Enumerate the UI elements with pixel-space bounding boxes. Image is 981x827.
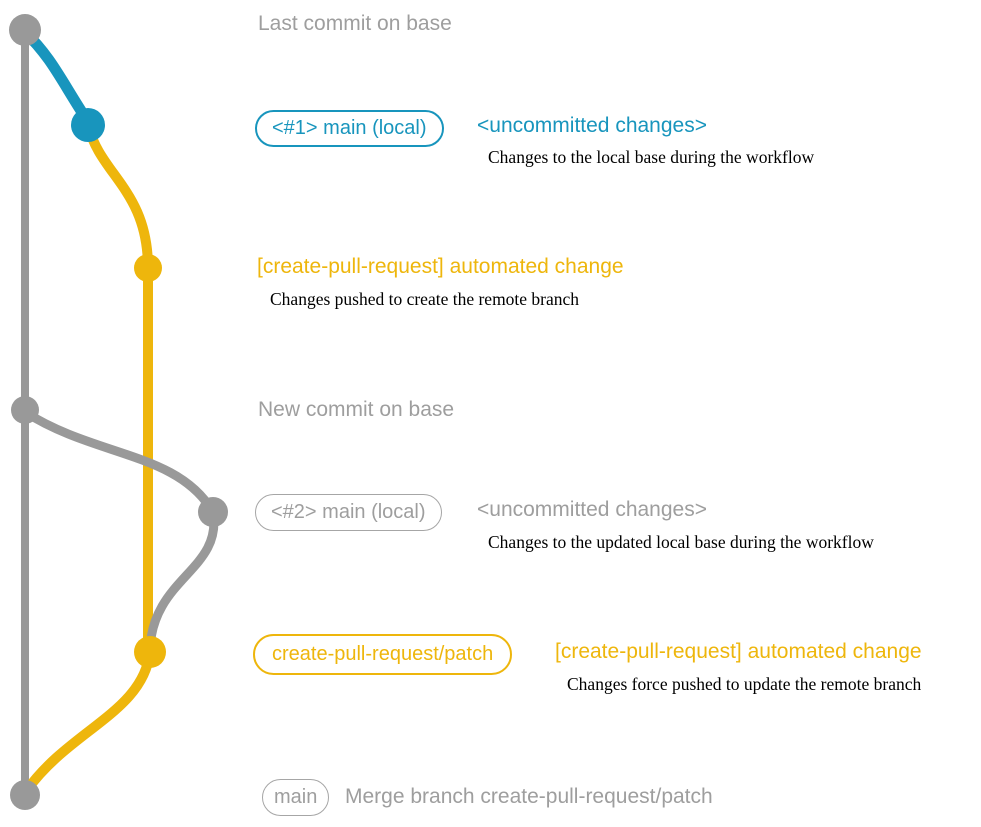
node-local-main-commit-1: [71, 108, 105, 142]
node-pr-branch-commit-1: [134, 254, 162, 282]
badge-main-local-1: <#1> main (local): [255, 110, 444, 147]
automated-change-1-desc: Changes pushed to create the remote bran…: [270, 289, 580, 309]
commit-graph: [9, 14, 228, 810]
last-commit-label: Last commit on base: [258, 12, 452, 35]
pr-merge-edge: [22, 651, 155, 793]
node-last-commit-on-base: [9, 14, 41, 46]
local-main-2-rebase-edge: [145, 511, 219, 651]
uncommitted-changes-2-desc: Changes to the updated local base during…: [488, 532, 874, 552]
automated-change-2-desc: Changes force pushed to update the remot…: [567, 674, 922, 694]
new-commit-label: New commit on base: [258, 398, 455, 421]
node-merge-commit: [10, 780, 40, 810]
badge-main-local-2: <#2> main (local): [255, 494, 442, 531]
uncommitted-changes-1-label: <uncommitted changes>: [477, 114, 707, 137]
pr-branch-edge: [83, 123, 153, 652]
badge-pr-branch: create-pull-request/patch: [253, 634, 513, 675]
node-new-commit-on-base: [11, 396, 39, 424]
merge-commit-label: Merge branch create-pull-request/patch: [345, 785, 713, 808]
local-main-2-edge: [22, 408, 217, 515]
node-local-main-commit-2: [198, 497, 228, 527]
uncommitted-changes-2-label: <uncommitted changes>: [477, 498, 707, 521]
automated-change-1-label: [create-pull-request] automated change: [257, 255, 624, 278]
badge-main: main: [262, 779, 330, 816]
uncommitted-changes-1-desc: Changes to the local base during the wor…: [488, 147, 815, 167]
node-pr-branch-commit-2: [134, 636, 166, 668]
local-main-1-edge: [21, 28, 92, 124]
automated-change-2-label: [create-pull-request] automated change: [555, 640, 922, 663]
